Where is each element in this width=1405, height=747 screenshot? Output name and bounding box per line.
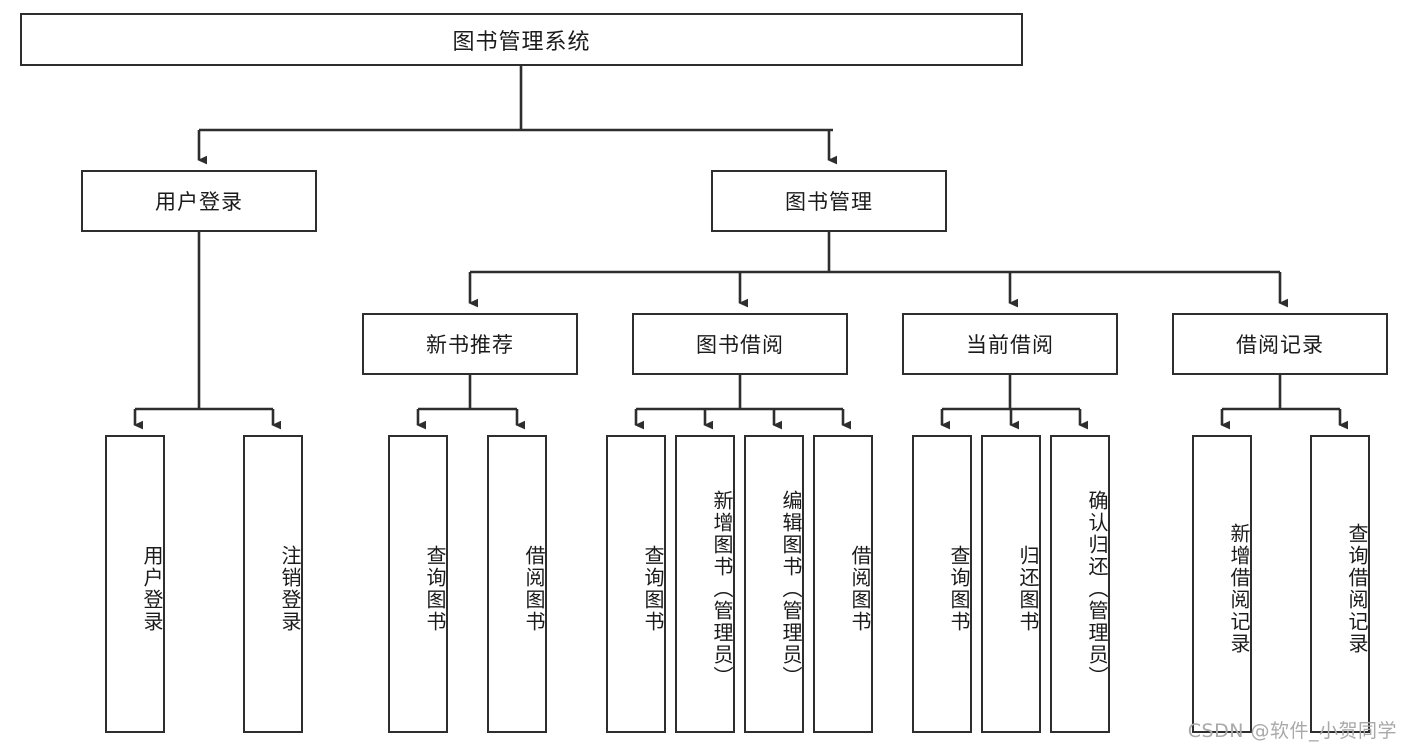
node-level2-user-login[interactable]: 用户登录 [81, 170, 317, 232]
node-leaf-query-book-current[interactable]: 查询图书 [912, 435, 972, 733]
node-leaf-query-book-recommend[interactable]: 查询图书 [388, 435, 448, 733]
node-level3-book-borrow[interactable]: 图书借阅 [632, 313, 848, 375]
node-root[interactable]: 图书管理系统 [20, 13, 1023, 66]
node-leaf-return-book[interactable]: 归还图书 [981, 435, 1041, 733]
node-leaf-logout[interactable]: 注销登录 [243, 435, 303, 733]
node-level3-new-book-recommend[interactable]: 新书推荐 [362, 313, 578, 375]
node-leaf-borrow-book[interactable]: 借阅图书 [813, 435, 873, 733]
node-leaf-user-login[interactable]: 用户登录 [105, 435, 165, 733]
node-leaf-query-borrow-record[interactable]: 查询借阅记录 [1310, 435, 1370, 733]
node-level3-borrow-record[interactable]: 借阅记录 [1172, 313, 1388, 375]
node-level2-book-management[interactable]: 图书管理 [711, 170, 947, 232]
node-level3-current-borrow[interactable]: 当前借阅 [902, 313, 1118, 375]
node-leaf-borrow-book-recommend[interactable]: 借阅图书 [487, 435, 547, 733]
node-leaf-query-book-borrow[interactable]: 查询图书 [606, 435, 666, 733]
node-leaf-add-borrow-record[interactable]: 新增借阅记录 [1192, 435, 1252, 733]
node-leaf-add-book-admin[interactable]: 新增图书（管理员） [675, 435, 735, 733]
node-leaf-confirm-return-admin[interactable]: 确认归还（管理员） [1050, 435, 1110, 733]
node-leaf-edit-book-admin[interactable]: 编辑图书（管理员） [744, 435, 804, 733]
